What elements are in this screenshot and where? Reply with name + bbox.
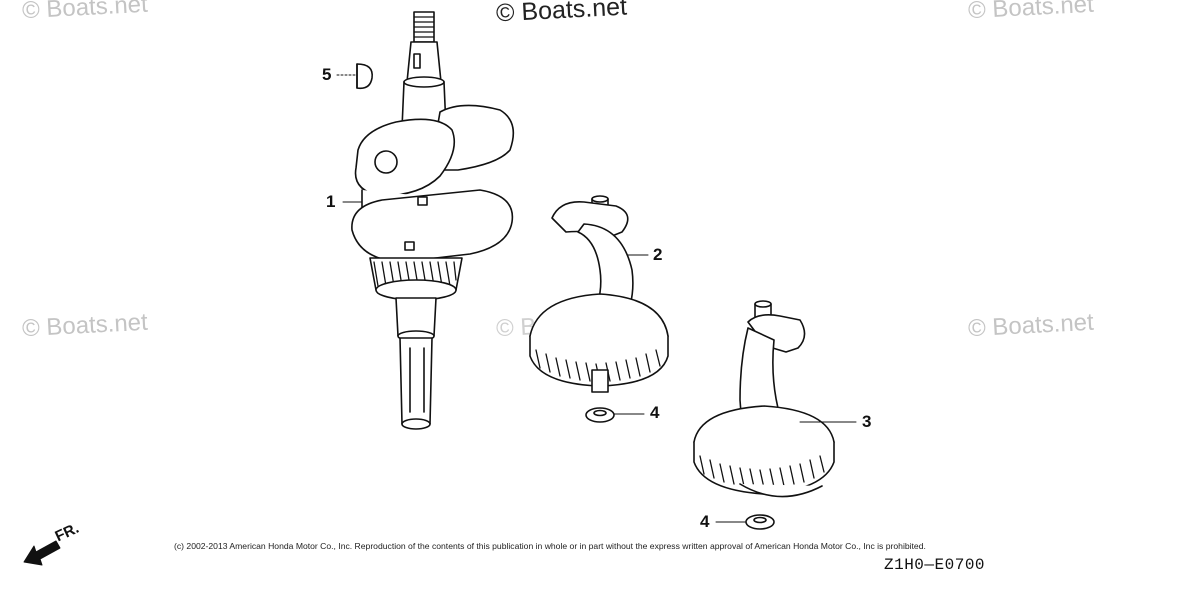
- callout-balancer-upper: 2: [653, 245, 663, 264]
- callout-washer-upper: 4: [650, 403, 660, 422]
- washer-upper-part[interactable]: [585, 407, 615, 423]
- callout-crankshaft: 1: [326, 192, 336, 211]
- front-direction-arrow: [23, 540, 61, 566]
- callout-key: 5: [322, 65, 332, 84]
- balancer-upper-part[interactable]: [529, 195, 669, 393]
- copyright-notice: (c) 2002-2013 American Honda Motor Co., …: [174, 541, 926, 551]
- balancer-lower-part[interactable]: [693, 300, 835, 498]
- diagram-code: Z1H0—E0700: [884, 556, 986, 574]
- callout-washer-lower: 4: [700, 512, 710, 531]
- leader-lines: [342, 201, 857, 523]
- callout-balancer-lower: 3: [862, 412, 872, 431]
- crankshaft-part[interactable]: [351, 11, 515, 430]
- washer-lower-part[interactable]: [745, 514, 775, 530]
- key-part[interactable]: [336, 63, 374, 90]
